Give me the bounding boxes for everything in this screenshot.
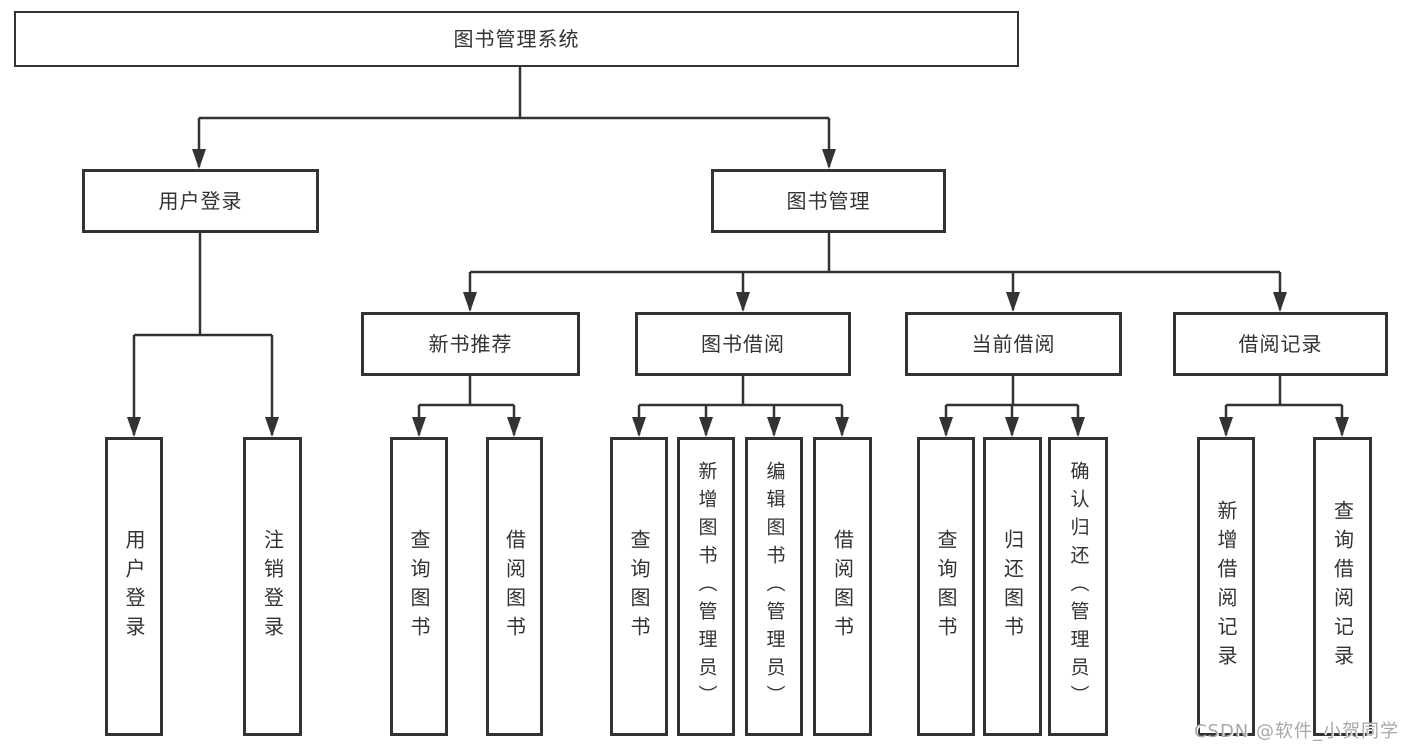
leaf-cb-query-books: 查询图书 <box>917 437 975 736</box>
leaf-br-query-record: 查询借阅记录 <box>1313 437 1372 736</box>
node-book-borrow-label: 图书借阅 <box>701 332 785 356</box>
node-current-borrow: 当前借阅 <box>905 312 1122 376</box>
leaf-bb-add-books-admin: 新增图书（管理员） <box>677 437 735 736</box>
leaf-cb-return-books: 归还图书 <box>983 437 1042 736</box>
node-user-login-label: 用户登录 <box>158 189 243 213</box>
node-borrow-records: 借阅记录 <box>1173 312 1388 376</box>
leaf-bb-query-books-label: 查询图书 <box>627 528 651 645</box>
leaf-rec-query-books-label: 查询图书 <box>407 528 431 645</box>
leaf-bb-edit-books-admin-label: 编辑图书（管理员） <box>763 460 786 713</box>
leaf-br-add-record-label: 新增借阅记录 <box>1214 499 1238 674</box>
node-user-login: 用户登录 <box>82 169 319 233</box>
node-current-borrow-label: 当前借阅 <box>971 332 1056 356</box>
leaf-rec-query-books: 查询图书 <box>390 437 448 736</box>
leaf-bb-query-books: 查询图书 <box>610 437 668 736</box>
node-root: 图书管理系统 <box>14 11 1019 67</box>
leaf-bb-borrow-books-label: 借阅图书 <box>830 528 855 645</box>
node-new-book-recommend-label: 新书推荐 <box>428 332 513 356</box>
leaf-bb-borrow-books: 借阅图书 <box>813 437 872 736</box>
leaf-rec-borrow-books: 借阅图书 <box>486 437 543 736</box>
leaf-user-login-label: 用户登录 <box>122 528 146 645</box>
leaf-logout-label: 注销登录 <box>260 528 285 645</box>
leaf-cb-return-books-label: 归还图书 <box>1000 528 1025 645</box>
leaf-bb-edit-books-admin: 编辑图书（管理员） <box>745 437 803 736</box>
leaf-bb-add-books-admin-label: 新增图书（管理员） <box>695 460 718 713</box>
csdn-watermark: CSDN @软件_小贺同学 <box>1193 721 1399 742</box>
node-book-borrow: 图书借阅 <box>635 312 851 376</box>
leaf-cb-confirm-return-admin: 确认归还（管理员） <box>1048 437 1108 736</box>
node-root-label: 图书管理系统 <box>453 27 580 51</box>
leaf-user-login: 用户登录 <box>105 437 163 736</box>
node-borrow-records-label: 借阅记录 <box>1238 332 1323 356</box>
node-book-management: 图书管理 <box>711 169 946 233</box>
node-book-management-label: 图书管理 <box>786 189 871 213</box>
leaf-br-add-record: 新增借阅记录 <box>1197 437 1255 736</box>
node-new-book-recommend: 新书推荐 <box>361 312 580 376</box>
leaf-logout: 注销登录 <box>243 437 302 736</box>
leaf-cb-query-books-label: 查询图书 <box>934 528 958 645</box>
leaf-rec-borrow-books-label: 借阅图书 <box>502 528 527 645</box>
leaf-br-query-record-label: 查询借阅记录 <box>1330 499 1355 674</box>
leaf-cb-confirm-return-admin-label: 确认归还（管理员） <box>1067 460 1090 713</box>
